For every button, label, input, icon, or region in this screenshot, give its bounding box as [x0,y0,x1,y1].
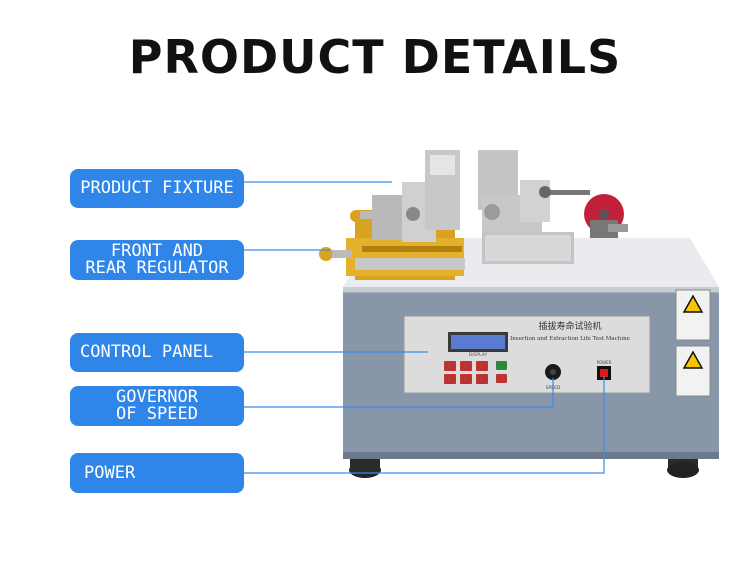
panel-title-en: Insertion and Extraction Life Test Machi… [510,336,630,342]
control-panel-plate [403,315,651,394]
governor-label: GOVERNOR OF SPEED [70,386,244,426]
product-fixture-label: PRODUCT FIXTURE [70,169,244,208]
page-title: PRODUCT DETAILS [128,30,622,84]
control-panel-label: CONTROL PANEL [70,333,244,372]
svg-text:DISPLAY: DISPLAY [469,352,488,358]
power-label: POWER [70,453,244,493]
lcd-screen [451,335,505,349]
foot-right [667,462,699,478]
foot-left-block [350,458,380,472]
regulator-knob [319,247,333,261]
connector-lines [244,181,605,474]
svg-text:POWER: POWER [597,360,612,365]
regulator-label: FRONT AND REAR REGULATOR [70,240,244,280]
panel-title-cn: 插拔寿命试验机 [538,320,601,332]
